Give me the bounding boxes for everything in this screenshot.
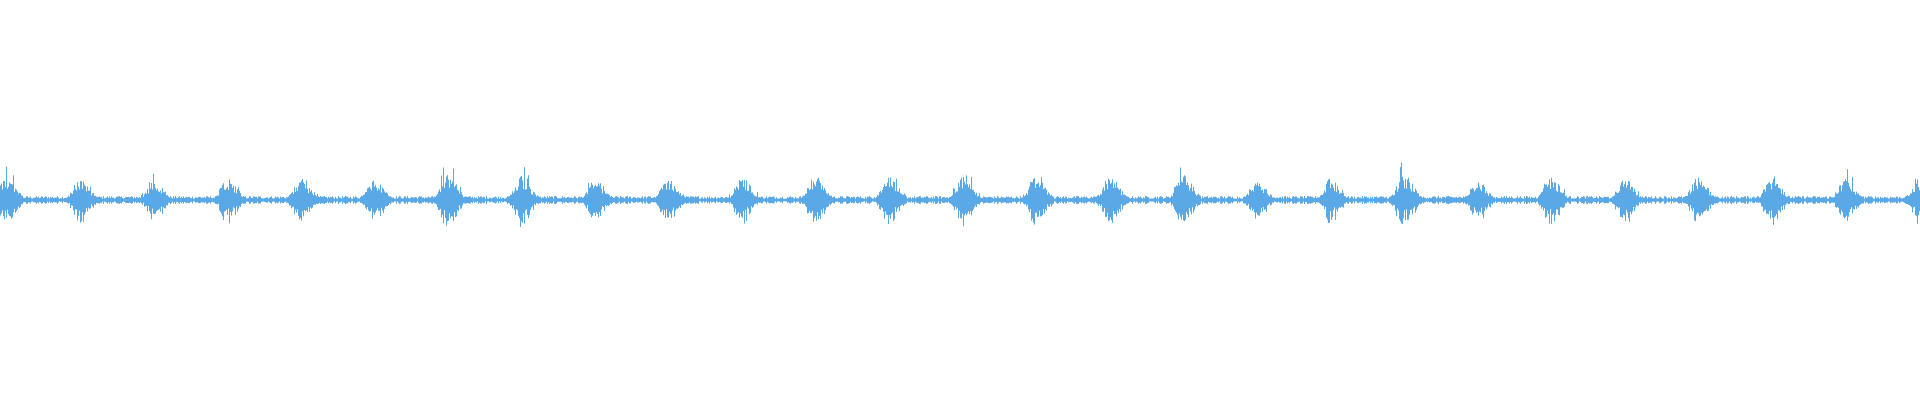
waveform-burst [1900,178,1920,224]
waveform-burst [62,181,98,223]
waveform-burst [1827,169,1863,221]
waveform-burst [1386,162,1422,224]
waveform-burst [1018,177,1054,225]
waveform-burst [1092,178,1128,223]
waveform-burst [1312,178,1348,223]
waveform-burst [650,180,686,218]
waveform-burst [430,167,466,226]
waveform-burst [1753,176,1789,225]
waveform-burst [1606,180,1642,222]
waveform-bursts [0,162,1920,228]
waveform-burst [871,177,907,224]
waveform-burst [1459,182,1495,219]
waveform-burst [209,179,245,224]
waveform-burst [1680,177,1716,222]
waveform-burst [356,180,392,219]
waveform-burst [1239,182,1275,219]
waveform-burst [136,173,172,220]
waveform-burst [724,179,760,224]
waveform-burst [1165,167,1201,222]
waveform-burst [0,166,24,220]
waveform-burst [797,177,833,222]
waveform-burst [283,178,319,221]
waveform-burst [1533,177,1569,224]
waveform-burst [577,182,613,218]
waveform-burst [503,167,539,228]
waveform-burst [944,175,980,227]
